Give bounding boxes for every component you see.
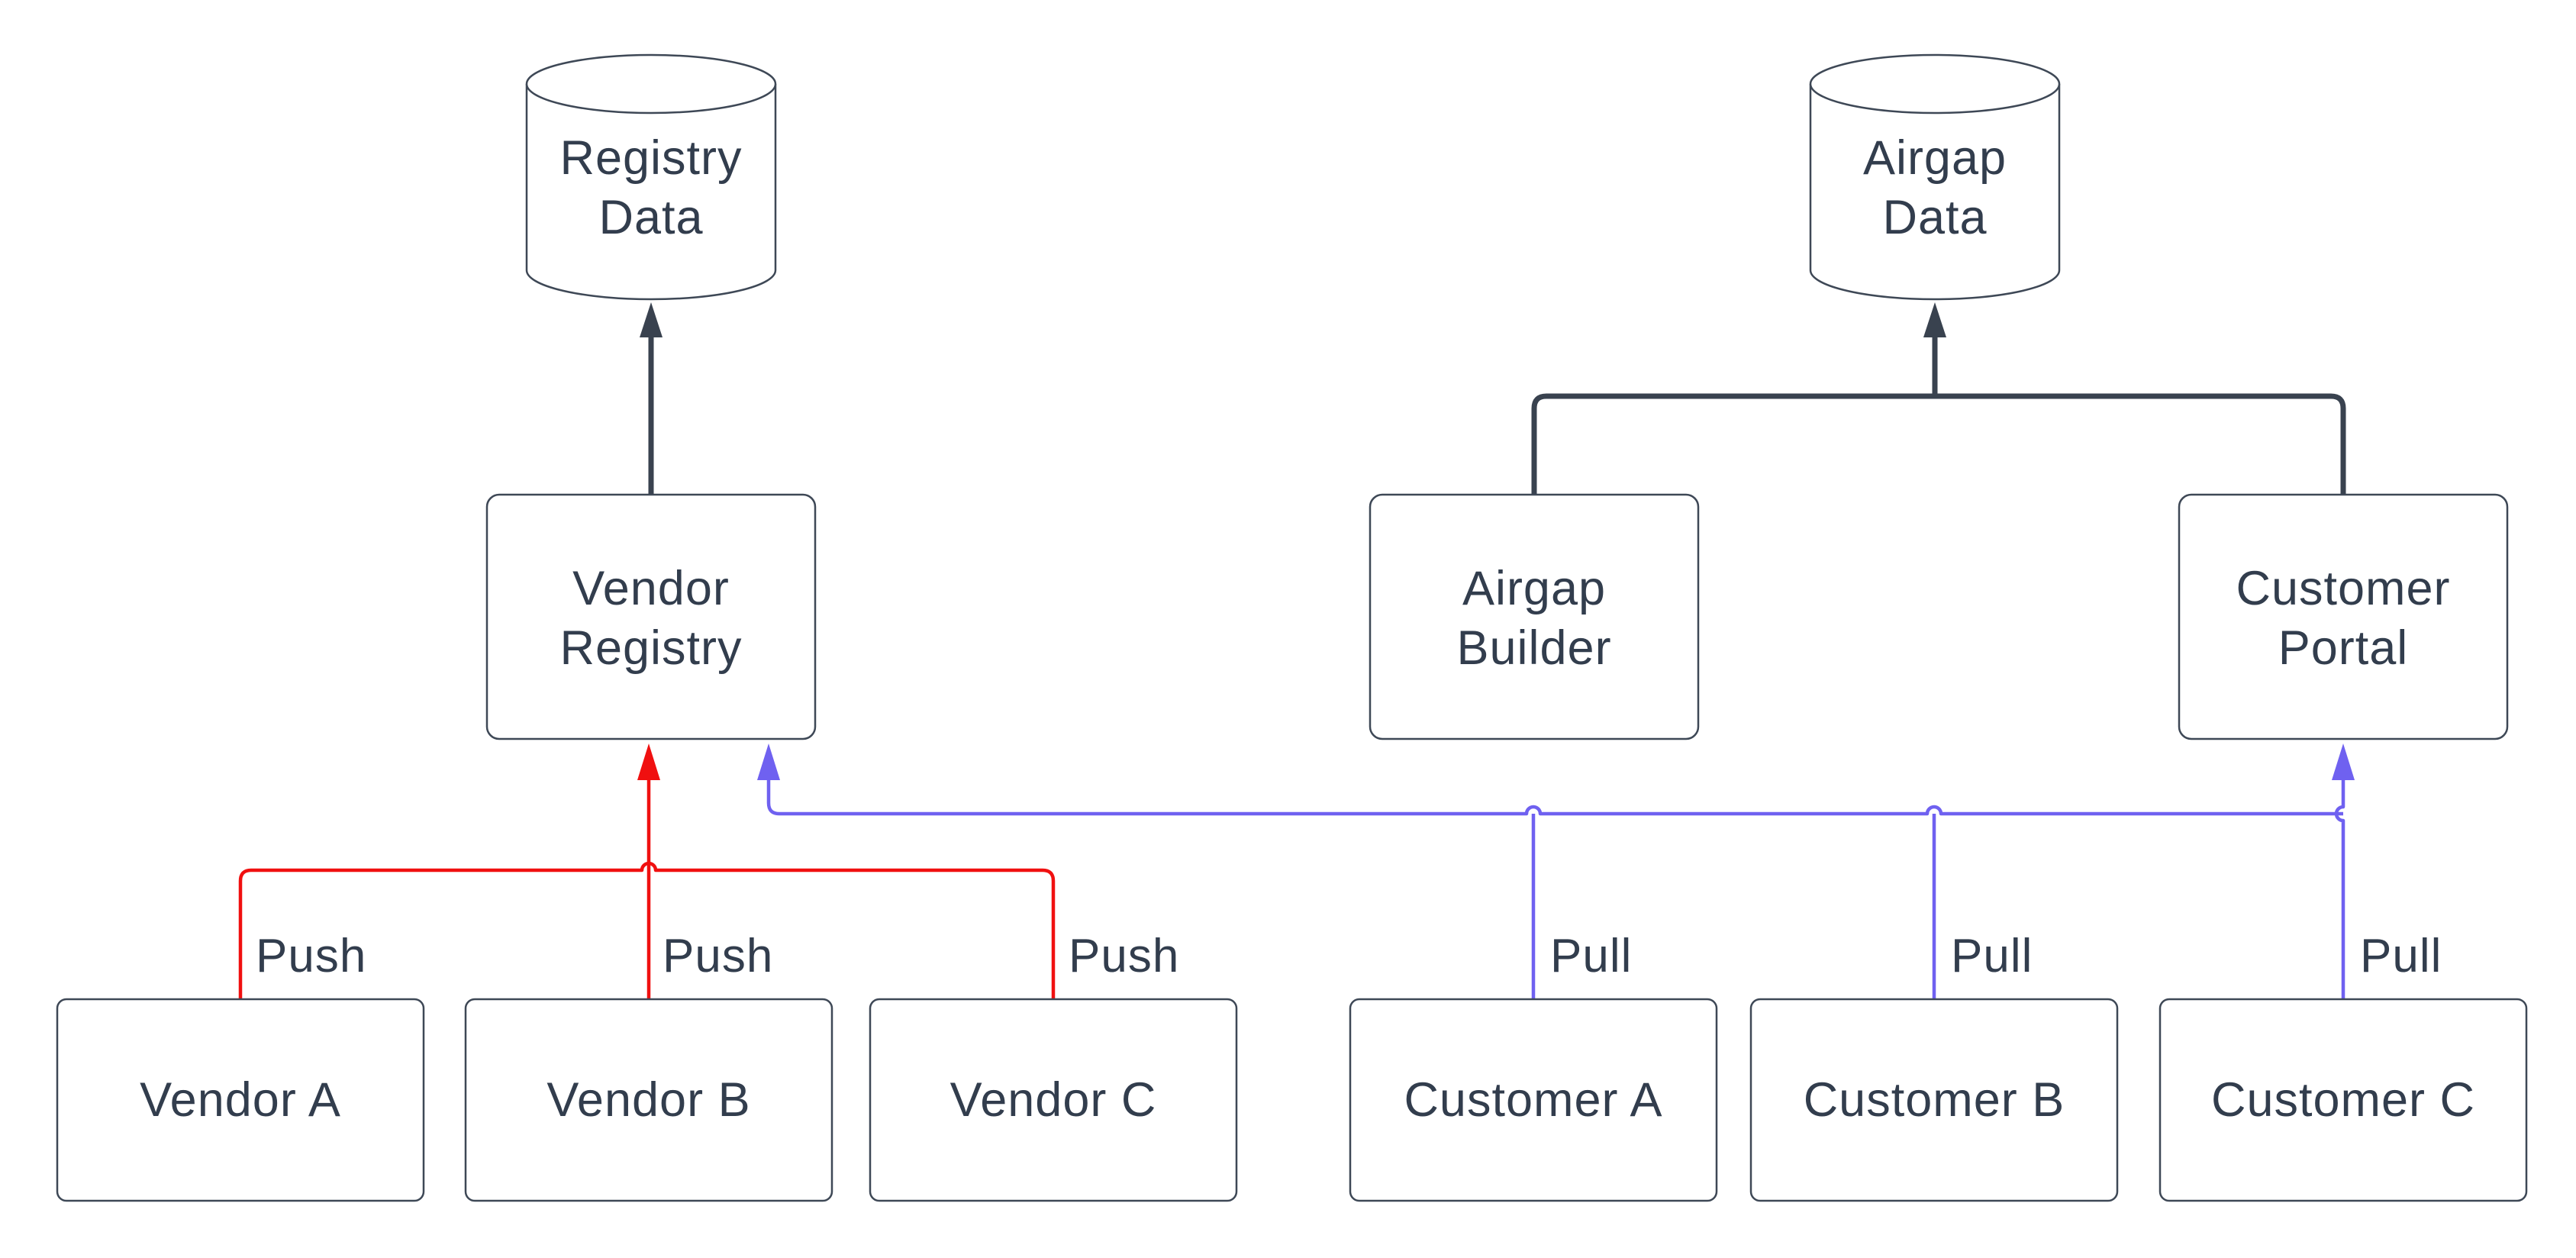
airgap-data-cylinder-top	[1809, 53, 2061, 115]
edge-pull-tree	[757, 744, 2355, 999]
node-airgap-data: Airgap Data	[1809, 53, 2061, 301]
airgap-bracket-connector	[1531, 393, 2346, 495]
pull-label-customer-a: Pull	[1550, 930, 1632, 982]
vendor-c-box	[869, 998, 1238, 1202]
customer-portal-box	[2178, 493, 2509, 740]
node-registry-data: Registry Data	[525, 53, 777, 301]
vendor-registry-box	[485, 493, 817, 740]
edge-vendor-registry-to-registry-data	[640, 302, 663, 495]
vendor-b-box	[464, 998, 833, 1202]
edge-bracket-to-airgap-data	[1531, 302, 2346, 495]
customer-portal-label-line1: Customer	[2236, 562, 2450, 615]
registry-data-cylinder-top	[525, 53, 777, 115]
vendor-c-label: Vendor C	[950, 1073, 1157, 1127]
pull-arrowhead-customer-portal	[2332, 744, 2355, 780]
node-airgap-builder: Airgap Builder	[1369, 493, 1700, 740]
registry-data-arrowhead	[640, 302, 663, 337]
vendor-registry-label-line2: Registry	[559, 621, 742, 675]
push-label-vendor-b: Push	[663, 930, 773, 982]
airgap-builder-label-line2: Builder	[1456, 621, 1611, 675]
pull-riser-customer-c	[2334, 780, 2345, 999]
pull-label-customer-c: Pull	[2360, 930, 2442, 982]
vendor-a-label: Vendor A	[140, 1073, 341, 1127]
customer-b-label: Customer B	[1804, 1073, 2065, 1127]
airgap-builder-label-line1: Airgap	[1462, 562, 1606, 615]
push-label-vendor-c: Push	[1069, 930, 1179, 982]
registry-data-label-line1: Registry	[559, 131, 742, 185]
customer-c-label: Customer C	[2211, 1073, 2475, 1127]
node-vendor-c: Vendor C	[869, 998, 1238, 1202]
airgap-data-cylinder-body	[1809, 84, 2061, 301]
customer-a-box	[1349, 998, 1718, 1202]
registry-data-cylinder-body	[525, 84, 777, 301]
vendor-a-box	[56, 998, 425, 1202]
customer-portal-label-line2: Portal	[2278, 621, 2409, 675]
airgap-builder-box	[1369, 493, 1700, 740]
node-vendor-b: Vendor B	[464, 998, 833, 1202]
vendor-registry-label-line1: Vendor	[572, 562, 730, 615]
pull-trunk-line	[766, 780, 2343, 816]
edge-push-tree	[238, 744, 1056, 999]
node-vendor-registry: Vendor Registry	[485, 493, 817, 740]
airgap-data-arrowhead	[1923, 302, 1946, 337]
pull-arrowhead-vendor-registry	[757, 744, 780, 780]
airgap-data-label-line1: Airgap	[1863, 131, 2007, 185]
node-vendor-a: Vendor A	[56, 998, 425, 1202]
node-customer-portal: Customer Portal	[2178, 493, 2509, 740]
push-label-vendor-a: Push	[256, 930, 366, 982]
node-customer-c: Customer C	[2158, 998, 2528, 1202]
node-customer-b: Customer B	[1749, 998, 2119, 1202]
registry-data-label-line2: Data	[598, 191, 703, 244]
customer-a-label: Customer A	[1404, 1073, 1662, 1127]
node-customer-a: Customer A	[1349, 998, 1718, 1202]
customer-c-box	[2158, 998, 2528, 1202]
push-arrowhead-vendor-registry	[637, 744, 660, 780]
vendor-b-label: Vendor B	[546, 1073, 750, 1127]
customer-b-box	[1749, 998, 2119, 1202]
pull-label-customer-b: Pull	[1951, 930, 2033, 982]
airgap-data-label-line2: Data	[1882, 191, 1987, 244]
